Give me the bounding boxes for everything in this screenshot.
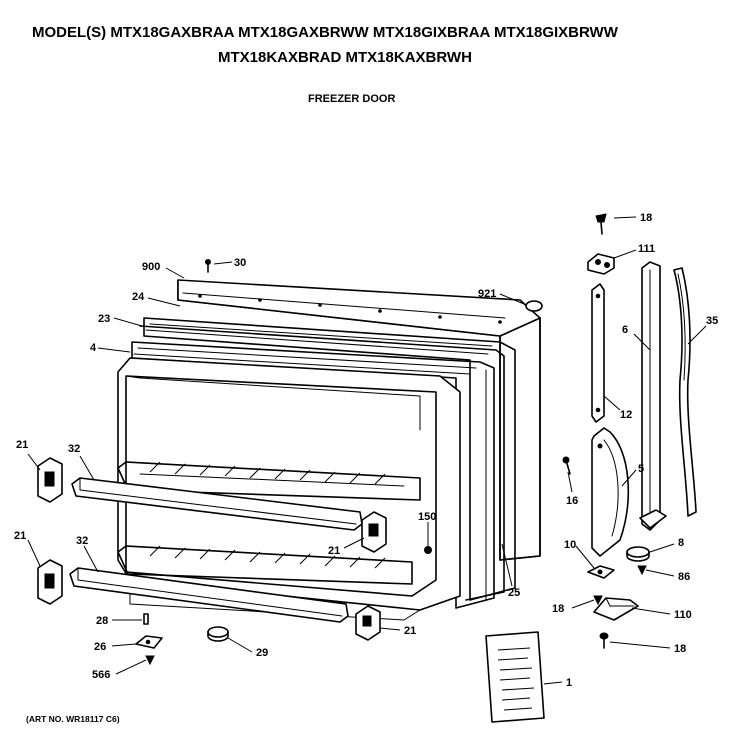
callout-32-top: 32 [68, 443, 80, 455]
callout-5: 5 [638, 463, 644, 475]
callout-1: 1 [566, 677, 572, 689]
callout-921: 921 [478, 288, 496, 300]
hinge-bar-12 [591, 283, 605, 423]
shelf-end-cap-bottom [355, 605, 381, 641]
handle-trim-35 [673, 267, 697, 517]
callout-566: 566 [92, 669, 110, 681]
screw-18-mid [593, 595, 603, 606]
screw-86 [637, 565, 647, 576]
cap-29 [207, 626, 229, 642]
callout-111: 111 [638, 243, 655, 255]
handle-6 [639, 261, 667, 531]
art-number: (ART NO. WR18117 C6) [26, 714, 120, 724]
callout-21-left-top: 21 [16, 439, 28, 451]
callout-18-top: 18 [640, 212, 652, 224]
callout-21-mid: 21 [328, 545, 340, 557]
plug-921 [525, 300, 543, 312]
callout-labels: 18 111 30 900 921 24 23 4 6 35 12 21 32 … [14, 212, 718, 689]
callout-21-bottom: 21 [404, 625, 416, 637]
hinge-bracket-10 [587, 565, 615, 579]
callout-25: 25 [508, 587, 520, 599]
callout-18-bottom: 18 [674, 643, 686, 655]
handle-cover-5 [591, 427, 630, 557]
screw-18-bottom [599, 632, 609, 649]
callout-150: 150 [418, 511, 436, 523]
leader-lines [27, 216, 707, 685]
callout-10: 10 [564, 539, 576, 551]
shelf-end-cap-left-upper [37, 457, 63, 503]
callout-4: 4 [90, 342, 97, 354]
callout-24: 24 [132, 291, 145, 303]
hinge-110 [593, 597, 639, 621]
callout-23: 23 [98, 313, 110, 325]
screw-28 [143, 613, 149, 625]
screw-150 [424, 546, 432, 554]
screw-30 [205, 259, 211, 273]
screw-566 [145, 655, 155, 666]
callout-18-mid: 18 [552, 603, 564, 615]
bushing-8 [626, 546, 650, 562]
callout-86: 86 [678, 571, 690, 583]
shelf-end-cap-mid [361, 511, 387, 553]
callout-8: 8 [678, 537, 684, 549]
callout-16: 16 [566, 495, 578, 507]
screw-18-top [595, 213, 607, 235]
literature-booklet [485, 631, 545, 723]
door-gasket [139, 317, 516, 601]
callout-110: 110 [674, 609, 692, 621]
callout-32-bottom: 32 [76, 535, 88, 547]
callout-29: 29 [256, 647, 268, 659]
hinge-cap-111 [587, 253, 615, 275]
callout-35: 35 [706, 315, 718, 327]
callout-6: 6 [622, 324, 628, 336]
shelf-end-cap-left-lower [37, 559, 63, 605]
models-line-1: MODEL(S) MTX18GAXBRAA MTX18GAXBRWW MTX18… [32, 24, 619, 41]
screw-16 [562, 456, 571, 475]
section-title: FREEZER DOOR [308, 93, 395, 105]
shelf-bar-lower [69, 567, 349, 623]
callout-30: 30 [234, 257, 246, 269]
callout-900: 900 [142, 261, 160, 273]
bracket-26 [135, 635, 163, 649]
callout-28: 28 [96, 615, 108, 627]
models-line-2: MTX18KAXBRAD MTX18KAXBRWH [218, 49, 472, 66]
callout-12: 12 [620, 409, 632, 421]
callout-21-left-bottom: 21 [14, 530, 26, 542]
callout-26: 26 [94, 641, 106, 653]
